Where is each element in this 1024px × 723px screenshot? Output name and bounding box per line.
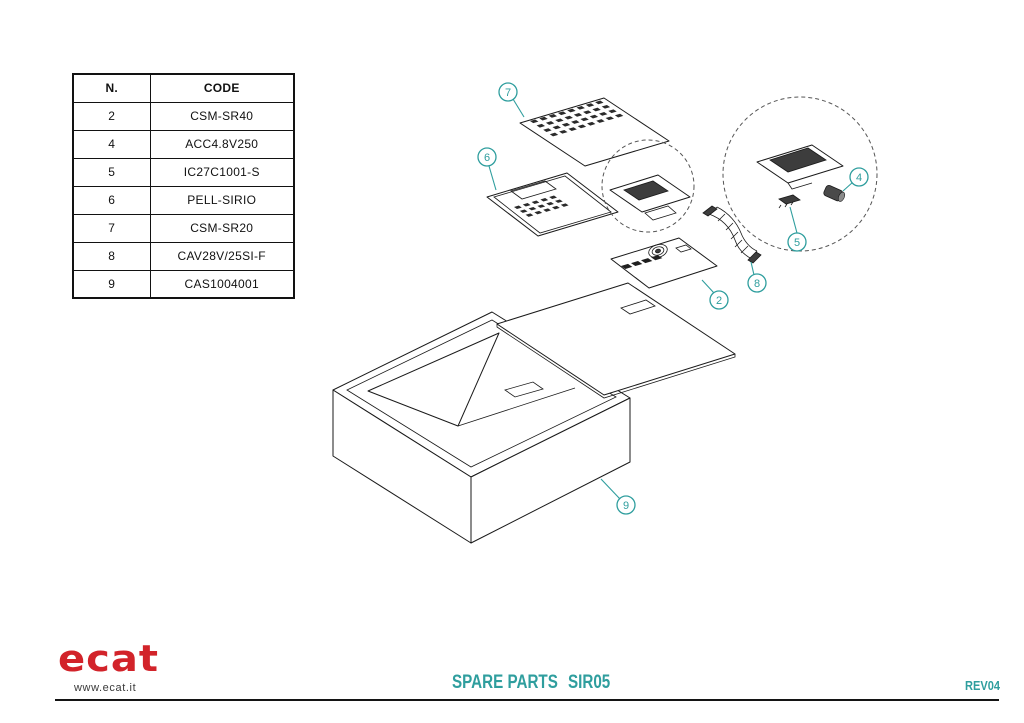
table-row: 2 CSM-SR40 — [72, 101, 295, 131]
keyboard-keys — [530, 100, 624, 137]
callout-6: 6 — [477, 147, 497, 191]
col-header-n: N. — [72, 73, 151, 103]
part-keyboard-pcb — [519, 97, 670, 167]
part-number-cell: 9 — [72, 269, 151, 299]
table-row: 5 IC27C1001-S — [72, 157, 295, 187]
keypad-keys — [514, 195, 569, 217]
table-row: 9 CAS1004001 — [72, 269, 295, 299]
table-row: 8 CAV28V/25SI-F — [72, 241, 295, 271]
parts-table: N. CODE 2 CSM-SR40 4 ACC4.8V250 5 IC27C1… — [72, 73, 295, 299]
part-number-cell: 2 — [72, 101, 151, 131]
footer-revision: REV04 — [965, 678, 1001, 693]
callout-8: 8 — [747, 261, 767, 293]
part-number-cell: 7 — [72, 213, 151, 243]
footer-section-title: SPARE PARTS — [452, 672, 558, 693]
callout-label: 7 — [505, 87, 511, 99]
part-top-cover — [496, 282, 736, 399]
footer-model: SIR05 — [568, 672, 611, 693]
callout-label: 4 — [856, 172, 862, 184]
callout-4: 4 — [842, 167, 869, 192]
part-code-cell: PELL-SIRIO — [149, 185, 295, 215]
part-number-cell: 5 — [72, 157, 151, 187]
table-row: 4 ACC4.8V250 — [72, 129, 295, 159]
part-main-board — [610, 237, 718, 289]
part-code-cell: ACC4.8V250 — [149, 129, 295, 159]
connector-blocks — [621, 255, 663, 269]
table-header-row: N. CODE — [72, 73, 295, 103]
table-row: 7 CSM-SR20 — [72, 213, 295, 243]
callout-label: 5 — [794, 237, 800, 249]
part-code-cell: CSM-SR20 — [149, 213, 295, 243]
ecat-logo: ecat — [58, 638, 159, 681]
part-display-detail — [756, 144, 844, 190]
callout-5: 5 — [787, 206, 807, 252]
callout-7: 7 — [498, 82, 525, 118]
part-code-cell: IC27C1001-S — [149, 157, 295, 187]
callout-label: 9 — [623, 500, 629, 512]
detail-circle-large — [722, 96, 878, 252]
footer-rule — [55, 699, 999, 701]
part-battery — [823, 185, 846, 202]
callout-label: 8 — [754, 278, 760, 290]
callout-2: 2 — [701, 279, 729, 310]
part-display-module — [601, 139, 695, 233]
part-eprom-chip — [778, 194, 801, 209]
callout-label: 6 — [484, 152, 490, 164]
callout-9: 9 — [600, 478, 636, 515]
part-membrane-keypad — [486, 172, 619, 237]
table-row: 6 PELL-SIRIO — [72, 185, 295, 215]
part-code-cell: CSM-SR40 — [149, 101, 295, 131]
col-header-code: CODE — [149, 73, 295, 103]
part-number-cell: 6 — [72, 185, 151, 215]
part-ribbon-cable — [702, 205, 762, 264]
part-number-cell: 8 — [72, 241, 151, 271]
callout-label: 2 — [716, 295, 722, 307]
part-code-cell: CAV28V/25SI-F — [149, 241, 295, 271]
part-number-cell: 4 — [72, 129, 151, 159]
website-url: www.ecat.it — [74, 682, 137, 694]
part-code-cell: CAS1004001 — [149, 269, 295, 299]
